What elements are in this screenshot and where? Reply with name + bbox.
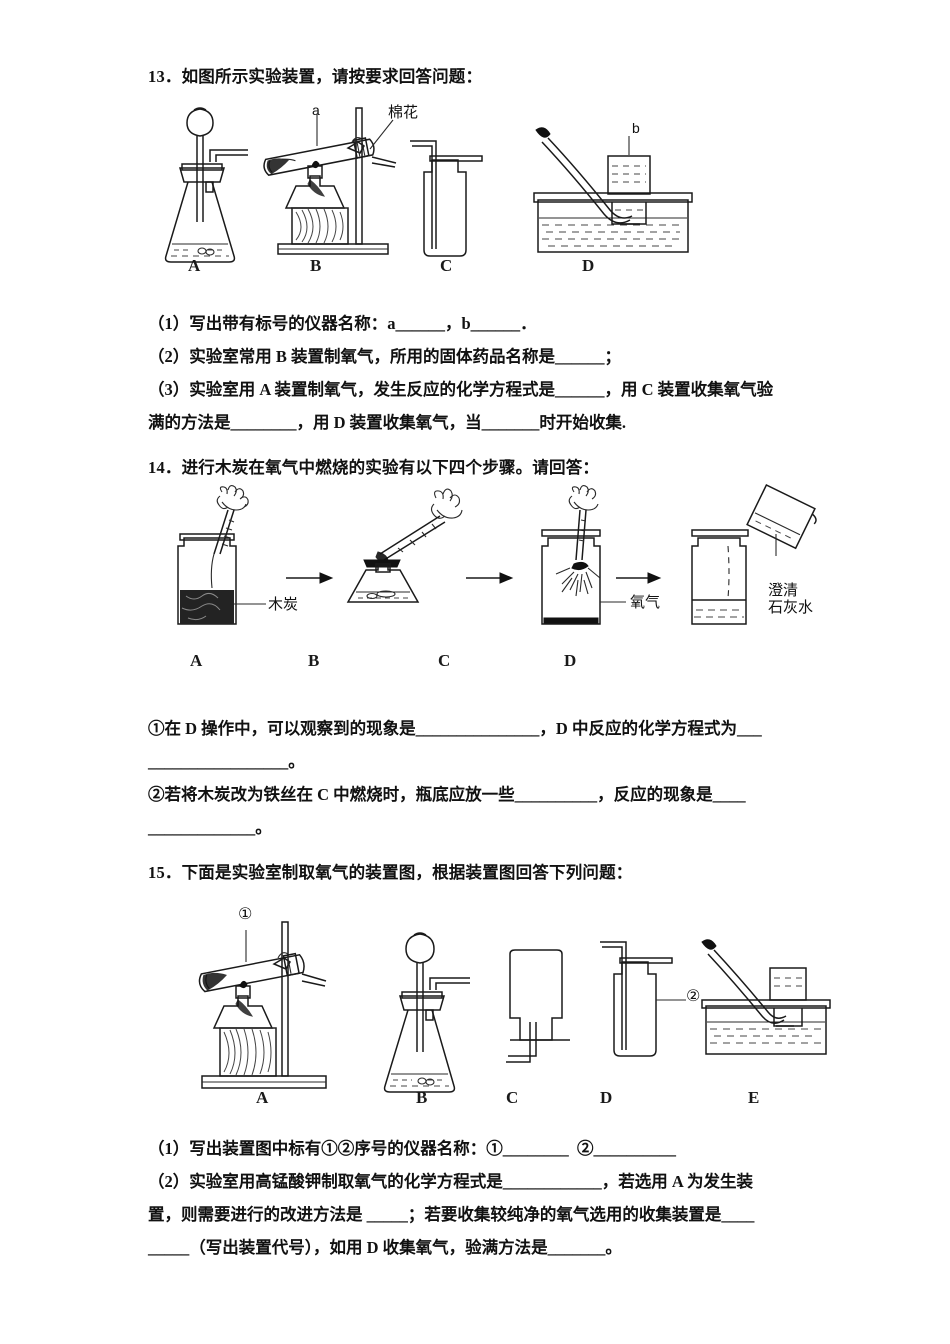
figure3-label-b: B bbox=[416, 1087, 428, 1107]
apparatus-d bbox=[533, 126, 693, 253]
arrow-2 bbox=[466, 572, 514, 584]
figure1-label-a: A bbox=[188, 255, 201, 275]
question-15-part-2-cont2: _____（写出装置代号），如用 D 收集氧气，验满方法是_______。 bbox=[148, 1237, 622, 1257]
apparatus-d2 bbox=[600, 940, 686, 1057]
figure2-label-d: D bbox=[564, 651, 577, 671]
question-15-figure: A B C D E ① ② bbox=[148, 898, 831, 1120]
apparatus-e bbox=[701, 938, 831, 1055]
figure1-label-b: B bbox=[310, 255, 322, 275]
arrow-3 bbox=[616, 572, 662, 584]
arrow-1 bbox=[286, 572, 334, 584]
figure1-label-c: C bbox=[440, 255, 453, 275]
question-14-part-2: ②若将木炭改为铁丝在 C 中燃烧时，瓶底应放一些__________，反应的现象… bbox=[148, 785, 746, 805]
question-13-figure: A B C D a 棉花 b bbox=[148, 94, 816, 289]
question-15-part-2-cont1: 置，则需要进行的改进方法是 _____；若要收集较纯净的氧气选用的收集装置是__… bbox=[148, 1204, 755, 1224]
question-13-part-1: （1）写出带有标号的仪器名称：a______，b______． bbox=[148, 313, 537, 333]
callout-oxygen-label: 氧气 bbox=[630, 594, 661, 612]
question-13-part-2: （2）实验室常用 B 装置制氧气，所用的固体药品名称是______； bbox=[148, 346, 622, 366]
apparatus-c2 bbox=[506, 948, 570, 1063]
callout-b-icon: b bbox=[632, 119, 640, 136]
question-14-stem: 14．进行木炭在氧气中燃烧的实验有以下四个步骤。请回答： bbox=[148, 457, 600, 477]
apparatus-a bbox=[164, 106, 248, 263]
figure2-label-b: B bbox=[308, 651, 320, 671]
apparatus-diagram-2 bbox=[177, 484, 817, 625]
step-d-limewater bbox=[691, 484, 817, 625]
callout-cotton-label: 棉花 bbox=[388, 103, 419, 121]
callout-number-1-icon: ① bbox=[238, 905, 253, 923]
figure2-label-a: A bbox=[190, 651, 203, 671]
figure2-label-c: C bbox=[438, 651, 451, 671]
apparatus-diagram-3 bbox=[198, 920, 831, 1093]
step-c-burning-in-oxygen bbox=[541, 485, 626, 625]
question-14-part-1: ①在 D 操作中，可以观察到的现象是_______________，D 中反应的… bbox=[148, 719, 762, 739]
figure3-label-c: C bbox=[506, 1087, 519, 1107]
question-13-part-3-cont: 满的方法是________，用 D 装置收集氧气，当_______时开始收集. bbox=[148, 412, 627, 432]
callout-charcoal-label: 木炭 bbox=[268, 596, 299, 614]
apparatus-b bbox=[263, 106, 397, 255]
question-14-part-1-cont: _________________。 bbox=[148, 752, 305, 772]
figure1-label-d: D bbox=[582, 255, 595, 275]
question-15-part-2: （2）实验室用高锰酸钾制取氧气的化学方程式是____________，若选用 A… bbox=[148, 1171, 754, 1191]
figure3-label-a: A bbox=[256, 1087, 269, 1107]
callout-number-2-icon: ② bbox=[686, 987, 701, 1005]
callout-a-icon: a bbox=[312, 101, 320, 118]
question-14-figure: A B C D 木炭 氧气 澄清 石灰水 bbox=[148, 484, 817, 686]
question-15-stem: 15．下面是实验室制取氧气的装置图，根据装置图回答下列问题： bbox=[148, 863, 633, 883]
question-14-part-2-cont: _____________。 bbox=[148, 818, 272, 838]
apparatus-a2 bbox=[198, 920, 327, 1089]
apparatus-diagram-1 bbox=[164, 106, 693, 263]
apparatus-c bbox=[410, 139, 483, 257]
question-15-part-1: （1）写出装置图中标有①②序号的仪器名称：①________ ②________… bbox=[148, 1138, 676, 1158]
figure3-label-e: E bbox=[748, 1087, 760, 1107]
step-b-heating bbox=[346, 488, 463, 603]
question-13-part-3: （3）实验室用 A 装置制氧气，发生反应的化学方程式是______，用 C 装置… bbox=[148, 379, 774, 399]
apparatus-b2 bbox=[383, 931, 470, 1093]
question-13-stem: 13．如图所示实验装置，请按要求回答问题： bbox=[148, 67, 483, 86]
figure3-label-d: D bbox=[600, 1087, 613, 1107]
callout-limewater-label: 澄清 石灰水 bbox=[768, 582, 814, 617]
page-content: 13．如图所示实验装置，请按要求回答问题： bbox=[148, 64, 831, 1264]
step-a-charcoal-jar bbox=[177, 485, 266, 625]
